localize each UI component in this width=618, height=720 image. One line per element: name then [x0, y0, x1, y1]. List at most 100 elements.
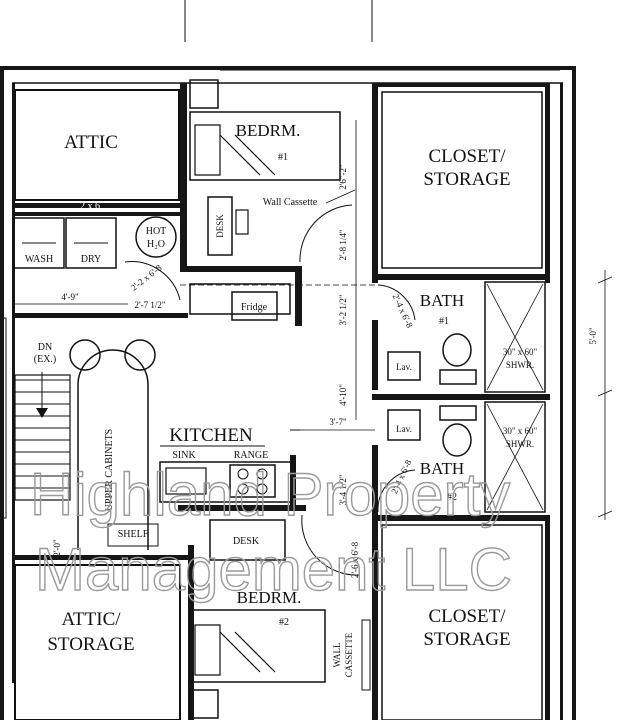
wall-cassette-bottom-label-1: WALL [332, 643, 342, 668]
water-heater [135, 216, 177, 258]
range-label: RANGE [234, 450, 268, 461]
desk-bottom [209, 519, 286, 561]
shower-2-size: 30" x 60" [503, 426, 538, 436]
closet-top-room: CLOSET/ STORAGE [381, 91, 543, 269]
laundry-area: WASH DRY HOT H₂O 2 x 6 [13, 201, 181, 301]
nightstand-1 [189, 79, 219, 109]
bedroom-1: BEDRM. #1 DESK Wall Cassette [189, 79, 356, 263]
dim-2-2-6-8: 2'-2 x 6'-8 [129, 262, 164, 292]
bath-2-label: BATH [420, 459, 464, 478]
attic-top-label: ATTIC [64, 132, 118, 153]
lav-2 [387, 409, 421, 441]
shower-2-label: SHWR. [506, 439, 534, 449]
closet-top-label-2: STORAGE [423, 169, 510, 190]
dim-5-0: 5'-0" [588, 327, 598, 345]
wall-cassette-top-label: Wall Cassette [263, 197, 318, 208]
lav-1-label: Lav. [396, 362, 412, 372]
desk-top-label: DESK [215, 214, 225, 238]
dim-2-8: 2'-8 1/4" [338, 229, 348, 260]
sink-label: SINK [172, 450, 196, 461]
dim-2-7: 2'-7 1/2" [134, 300, 165, 310]
water-heater-label-1: HOT [146, 226, 167, 237]
toilet-2 [442, 423, 472, 457]
dryer [65, 217, 117, 269]
washer-label: WASH [25, 254, 53, 265]
bedroom-2-number: #2 [279, 617, 289, 628]
center-dimension-lines: 2'6"-2" 2'-8 1/4" 3'-2 1/2" 4'-10" 3'-4 … [300, 120, 375, 506]
beam-label: 2 x 6 [80, 201, 100, 212]
shelf-label: SHELF [118, 529, 149, 540]
bed-2 [189, 609, 326, 683]
nightstand-2 [189, 689, 219, 719]
dim-2-0: 2'-0" [52, 539, 62, 557]
kitchen-island [77, 349, 149, 550]
upper-dimension-lines: 4'-9" 2'-7 1/2" 2'-2 x 6'-8 [14, 262, 166, 310]
bath-1-number: #1 [439, 316, 449, 327]
sink [165, 467, 207, 495]
attic-bottom-label-1: ATTIC/ [61, 609, 121, 630]
stair-label-2: (EX.) [34, 354, 57, 365]
dim-3-7: 3'-7" [329, 417, 347, 427]
dim-2-4-6-8: 2'-4 x 6'-8 [391, 292, 416, 330]
dim-2-6-6-8: 2'-6 x 6'-8 [350, 541, 360, 578]
counter [159, 461, 296, 503]
bath-1-label: BATH [420, 291, 464, 310]
bed-1 [189, 111, 341, 181]
blanket-fold-2 [219, 631, 276, 673]
right-dimension-line: 5'-0" [588, 270, 613, 520]
stair-label-1: DN [38, 342, 52, 353]
shower-1 [484, 281, 546, 393]
closet-bottom-room: CLOSET/ STORAGE [381, 524, 543, 720]
stairs: DN (EX.) [0, 317, 71, 519]
desk-bottom-area: DESK 2'-6 x 6'-8 [209, 514, 361, 578]
watermark-line-1: Highland Property [30, 461, 510, 528]
attic-bottom-label-2: STORAGE [47, 634, 134, 655]
bedroom-1-label: BEDRM. [236, 121, 301, 140]
dim-4-9: 4'-9" [61, 292, 79, 302]
bath-2-number: #2 [447, 492, 457, 503]
water-heater-label-2: H₂O [147, 239, 165, 250]
watermark: Highland Property Management LLC [29, 460, 512, 603]
lav-1 [387, 351, 421, 381]
blanket-fold-1 [219, 134, 276, 176]
stool-2 [124, 339, 156, 371]
shower-1-label: SHWR. [506, 360, 534, 370]
bedroom-2-label: BEDRM. [237, 588, 302, 607]
toilet-1 [442, 333, 472, 367]
chair-top [235, 209, 249, 235]
dim-4-10: 4'-10" [338, 384, 348, 406]
closet-top-label-1: CLOSET/ [428, 146, 506, 167]
dim-3-4: 3'-4 1/2" [338, 474, 348, 505]
pillow-1 [194, 124, 221, 176]
top-reference-lines [184, 0, 373, 42]
dim-3-2: 3'-2 1/2" [338, 294, 348, 325]
closet-bottom-label-2: STORAGE [423, 629, 510, 650]
kitchen-label: KITCHEN [169, 425, 253, 446]
fridge-label: Fridge [241, 302, 268, 313]
upper-cabinets-label: UPPER CABINETS [104, 429, 115, 512]
fridge [231, 291, 278, 321]
kitchen: UPPER CABINETS KITCHEN SINK RANGE SHELF … [52, 339, 300, 557]
bedroom-2: BEDRM. #2 WALL CASSETTE [189, 588, 371, 719]
bedroom-1-number: #1 [278, 152, 288, 163]
dryer-label: DRY [81, 254, 102, 265]
closet-bottom-label-1: CLOSET/ [428, 606, 506, 627]
stool-1 [69, 339, 101, 371]
attic-top-room: ATTIC [14, 89, 180, 201]
shower-1-size: 30" x 60" [503, 347, 538, 357]
desk-bottom-label: DESK [233, 536, 260, 547]
shower-2 [484, 401, 546, 513]
attic-bottom-room: ATTIC/ STORAGE [14, 564, 181, 720]
fridge-area: Fridge [180, 283, 380, 321]
wall-cassette-bottom-label-2: CASSETTE [344, 632, 354, 677]
dim-2-6-2: 2'6"-2" [338, 164, 348, 190]
interior-walls [12, 83, 550, 720]
pillow-2 [194, 624, 221, 676]
bath-1: BATH #1 30" x 60" SHWR. Lav. 2'-4 x 6'-8 [377, 281, 546, 393]
watermark-line-2: Management LLC [35, 536, 512, 603]
range [229, 464, 276, 498]
lav-2-label: Lav. [396, 424, 412, 434]
desk-top [207, 196, 233, 256]
washer [13, 217, 65, 269]
